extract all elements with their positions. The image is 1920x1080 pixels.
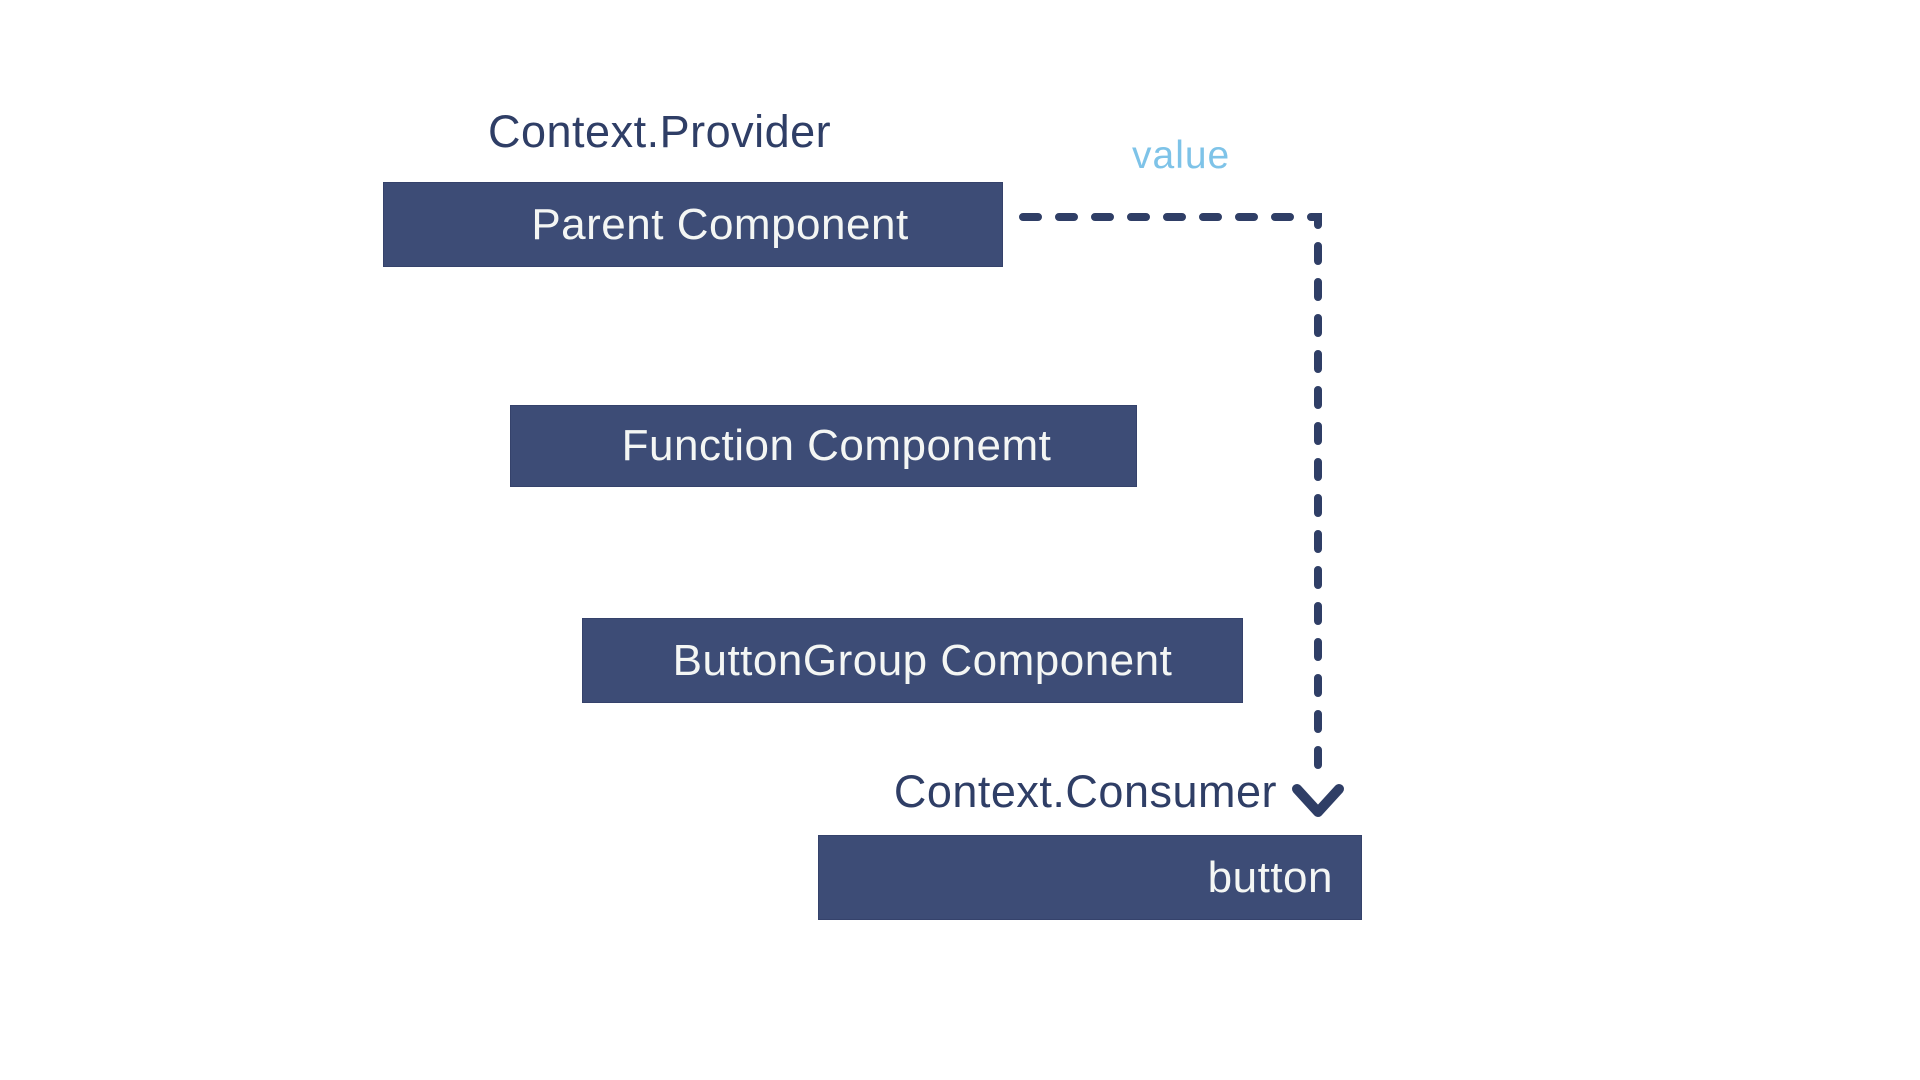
parent-component-node: Parent Component [383,182,1003,267]
arrow-down-icon [1292,784,1344,817]
button-node: button [818,835,1362,920]
context-consumer-label: Context.Consumer [893,766,1277,817]
context-provider-label: Context.Provider [488,106,832,157]
function-component-node: Function Componemt [510,405,1137,487]
value-label: value [1132,134,1231,177]
buttongroup-component-node: ButtonGroup Component [582,618,1243,703]
